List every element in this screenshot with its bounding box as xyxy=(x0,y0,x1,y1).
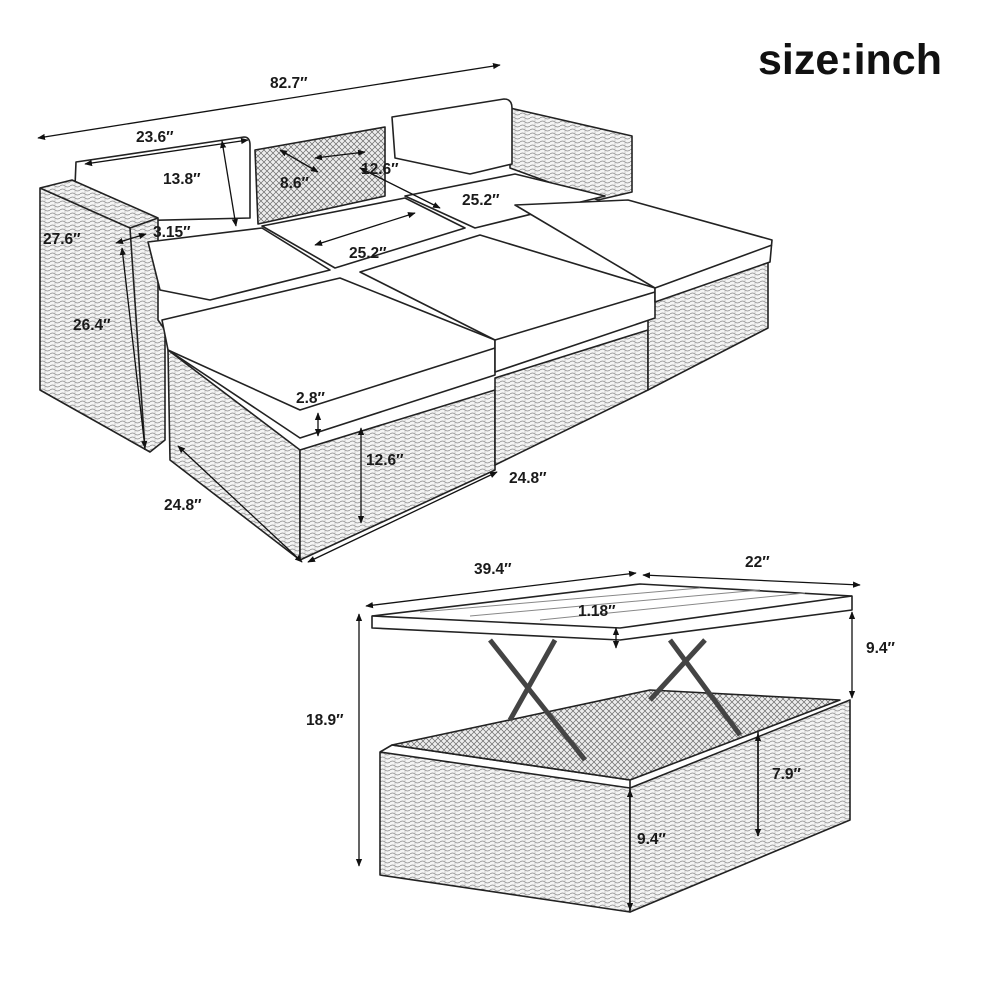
dim-line-table-width xyxy=(642,572,861,588)
label-depth: 27.6″ xyxy=(43,231,81,248)
back-cushion-right xyxy=(391,98,513,175)
left-armrest xyxy=(39,179,166,453)
label-pocket-depth: 8.6″ xyxy=(280,175,309,192)
lift-top-table-drawing xyxy=(371,583,853,913)
label-seat-width: 25.2″ xyxy=(349,245,387,262)
table-top xyxy=(371,583,853,641)
dim-line-seat-width xyxy=(314,212,416,246)
label-armrest-width: 3.15″ xyxy=(153,224,191,241)
rear-seat-left xyxy=(147,227,331,301)
label-back-height: 13.8″ xyxy=(163,171,201,188)
dim-line-overall-length xyxy=(37,63,501,140)
label-table-length: 39.4″ xyxy=(474,561,512,578)
table-base-front xyxy=(379,751,631,913)
label-table-width: 22″ xyxy=(745,554,770,571)
label-pocket-width: 12.6″ xyxy=(361,161,399,178)
label-seat-depth-back: 25.2″ xyxy=(462,192,500,209)
label-seat-height: 12.6″ xyxy=(366,452,404,469)
label-height: 26.4″ xyxy=(73,317,111,334)
label-ottoman-width: 24.8″ xyxy=(509,470,547,487)
label-top-thickness: 1.18″ xyxy=(578,603,616,620)
dim-line-seat-depth-back xyxy=(359,167,441,209)
rear-seat-right xyxy=(404,173,606,229)
dim-line-table-length xyxy=(365,570,637,609)
dim-line-ottoman-width xyxy=(307,471,498,563)
label-ottoman-depth: 24.8″ xyxy=(164,497,202,514)
label-overall-height: 18.9″ xyxy=(306,712,344,729)
label-inner-depth: 7.9″ xyxy=(772,766,801,783)
dim-line-height xyxy=(119,247,148,449)
dim-line-armrest-width xyxy=(115,233,147,244)
label-overall-length: 82.7″ xyxy=(270,75,308,92)
label-back-width: 23.6″ xyxy=(136,129,174,146)
lift-mechanism xyxy=(488,638,743,762)
dim-line-pocket-depth xyxy=(279,149,319,173)
dim-line-pocket-width xyxy=(314,149,366,161)
label-base-height: 9.4″ xyxy=(637,831,666,848)
size-unit-title: size:inch xyxy=(758,36,942,84)
dim-line-back-height xyxy=(220,140,238,227)
label-cushion-thickness: 2.8″ xyxy=(296,390,325,407)
sectional-sofa-drawing xyxy=(39,98,773,561)
label-lift-height: 9.4″ xyxy=(866,640,895,657)
dim-line-ottoman-depth xyxy=(177,445,303,563)
dimension-lines xyxy=(37,63,861,911)
